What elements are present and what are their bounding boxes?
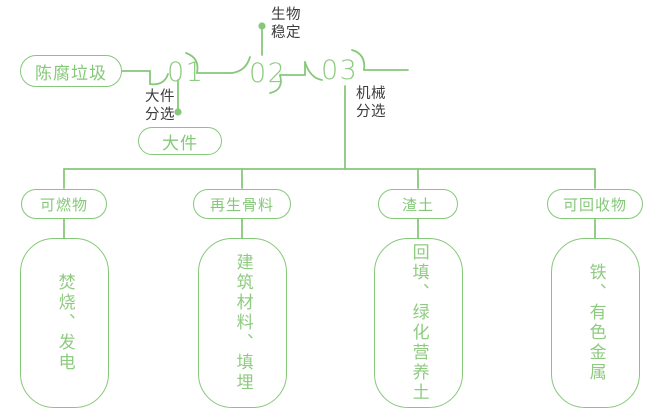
output-box-4-text: 铁、有色金属 [586,263,606,383]
wire-stage01-left-hook [149,73,169,86]
output-pill-4[interactable]: 可回收物 [547,189,643,219]
stage-number-03[interactable]: 03 [321,55,359,86]
stage-number-01[interactable]: 01 [167,57,205,88]
output-pill-4-label: 可回收物 [562,196,627,214]
wire-stage01-right-hook [185,52,199,74]
branch-pill-bulky[interactable]: 大件 [138,127,222,155]
output-pill-1-label: 可燃物 [39,196,88,214]
note-terminal-dot [258,22,266,30]
output-box-3-text: 回填、绿化营养土 [409,243,429,403]
stage-number-02[interactable]: 02 [249,58,287,89]
stage-note-03: 机械 分选 [356,86,386,120]
branch-pill-label: 大件 [162,133,198,153]
wire-stage03-left-hook [304,61,323,81]
output-box-2[interactable]: 建筑材料、填埋 [198,238,287,408]
output-pill-2-label: 再生骨料 [209,196,274,214]
output-box-4[interactable]: 铁、有色金属 [551,238,640,408]
output-box-1-text: 焚烧、发电 [55,273,75,373]
output-box-3[interactable]: 回填、绿化营养土 [374,238,463,408]
output-pill-1[interactable]: 可燃物 [21,189,107,219]
output-pill-3[interactable]: 渣土 [378,189,458,219]
output-pill-3-label: 渣土 [401,196,434,214]
output-box-2-text: 建筑材料、填埋 [233,253,253,393]
wire-stage02-right-hook [269,74,282,94]
output-box-1[interactable]: 焚烧、发电 [20,238,109,408]
wire-stage02-to-stage03 [279,61,306,76]
wire-stage02-left-hook [231,56,251,74]
wire-stage03-right-hook [351,49,366,71]
stage-note-02: 生物 稳定 [271,7,301,41]
stage-note-01: 大件 分选 [145,89,175,123]
source-pill[interactable]: 陈腐垃圾 [20,55,122,87]
wire-source-to-stage01 [121,70,151,85]
source-pill-label: 陈腐垃圾 [35,63,107,83]
branch-terminal-dot [174,108,182,116]
output-pill-2[interactable]: 再生骨料 [193,189,291,219]
